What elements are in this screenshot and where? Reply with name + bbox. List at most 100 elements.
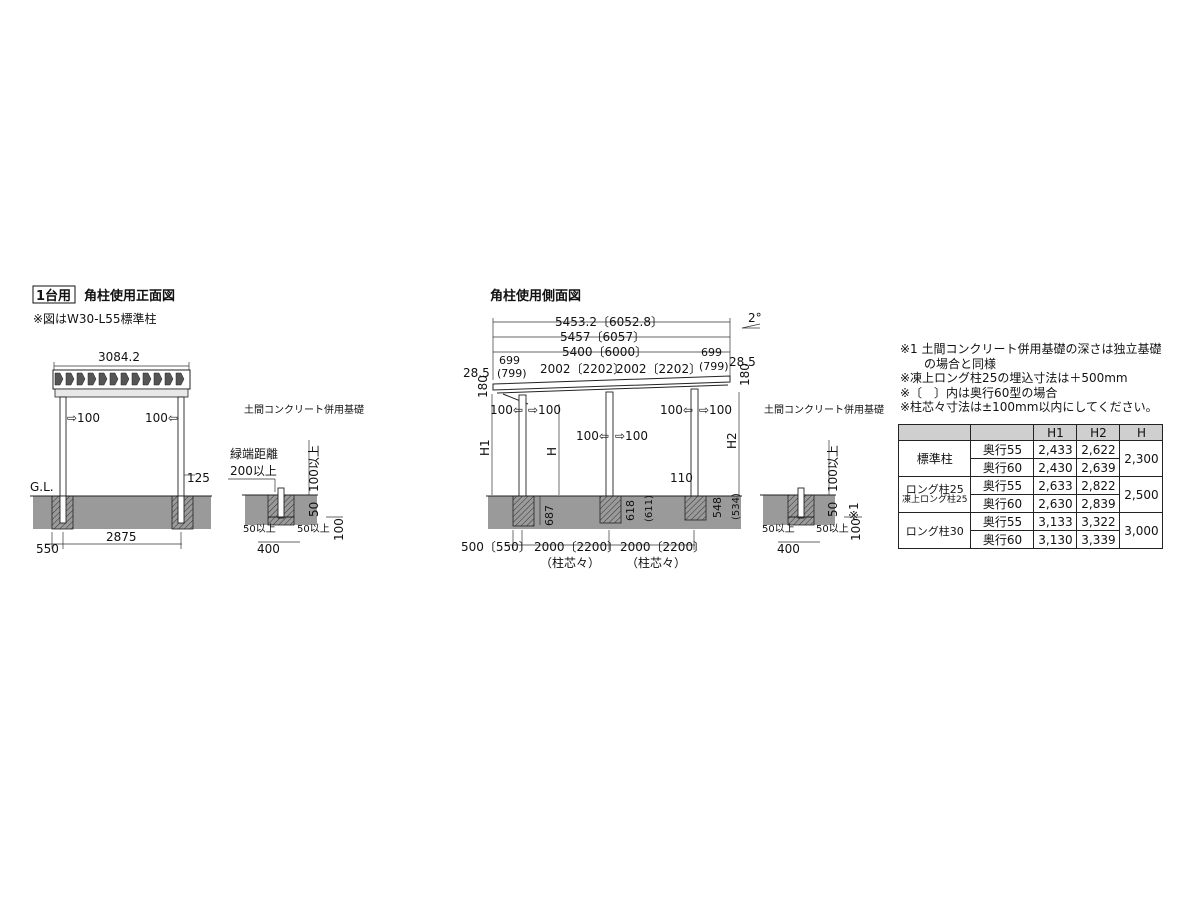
front-bottom-span: 2875 <box>106 530 137 544</box>
table-header-h1: H1 <box>1033 424 1078 441</box>
side-right-over-alt: (799) <box>699 360 729 373</box>
table-header-row: H1 H2 H <box>897 424 1164 441</box>
group-name: 標準柱 <box>897 440 972 477</box>
depth-cell: 奥行60 <box>970 458 1035 477</box>
side-dim-total: 5453.2〔6052.8〕 <box>555 315 663 329</box>
group-name: ロング柱30 <box>897 512 972 549</box>
group-subname: 凍上ロング柱25 <box>902 494 968 505</box>
note-3: ※〔 〕内は奥行60型の場合 <box>900 385 1058 400</box>
h2-cell: 2,822 <box>1076 476 1121 495</box>
side-detail-width: 400 <box>777 542 800 556</box>
side-left-over-alt: (799) <box>497 367 527 380</box>
front-badge: 1台用 <box>36 288 71 304</box>
side-d687: 687 <box>543 505 556 526</box>
side-dim-roof: 5457〔6057〕 <box>560 330 645 344</box>
side-label-h1: H1 <box>478 439 492 456</box>
front-detail-width: 400 <box>257 542 280 556</box>
table-row: ロング柱30 奥行55 3,133 3,322 3,000 <box>897 512 1164 549</box>
side-title: 角柱使用側面図 <box>490 288 581 304</box>
front-width-dim: 3084.2 <box>98 350 140 364</box>
side-right-over: 699 <box>701 346 722 359</box>
side-detail: 土間コンクリート併用基礎 100以上 50 ※1 100 50以上 50以上 4… <box>760 403 884 556</box>
table-row: 奥行60 3,130 3,339 <box>899 530 1163 549</box>
side-sp-mid-a: 100⇦ <box>576 429 609 443</box>
front-detail-depth-over: 100以上 <box>307 445 321 492</box>
side-sp-right-a: 100⇦ <box>660 403 693 417</box>
table-row: 標準柱 奥行55 2,433 2,622 2,300 <box>897 440 1164 477</box>
table-header-empty1 <box>897 424 972 441</box>
side-d548: 548 <box>711 497 724 518</box>
front-detail: 土間コンクリート併用基礎 緑端距離 200以上 100以上 50 100 50以… <box>228 403 364 556</box>
side-detail-d50: 50 <box>826 502 840 517</box>
side-beam <box>496 384 729 394</box>
edge-distance-title: 緑端距離 <box>230 446 278 461</box>
notes: ※1 土間コンクリート併用基礎の深さは独立基礎 の場合と同様 ※凍上ロング柱25… <box>900 342 1162 415</box>
front-post-right-embed <box>177 495 185 524</box>
front-detail-title: 土間コンクリート併用基礎 <box>244 403 364 416</box>
side-bottom-span2: 2000〔2200〕 <box>620 540 705 554</box>
side-d611: (611) <box>644 495 655 522</box>
side-sp-right-b: ⇨100 <box>699 403 732 417</box>
height-table: H1 H2 H 標準柱 奥行55 2,433 2,622 2,300 奥行60 … <box>897 424 1164 549</box>
depth-cell: 奥行55 <box>970 476 1035 495</box>
h1-cell: 2,630 <box>1033 494 1078 513</box>
side-bottom-first: 500〔550〕 <box>461 540 531 554</box>
side-left-end: 28.5 <box>463 366 490 380</box>
table-header-empty2 <box>970 424 1035 441</box>
side-footing-right <box>684 495 707 521</box>
h1-cell: 2,430 <box>1033 458 1078 477</box>
side-angle: 2° <box>748 311 762 325</box>
table-row: 奥行60 2,630 2,839 <box>899 494 1163 513</box>
table-row: ロング柱25 凍上ロング柱25 奥行55 2,633 2,822 2,500 <box>897 476 1164 513</box>
h1-cell: 3,133 <box>1033 512 1078 531</box>
note-1-cont: の場合と同様 <box>900 356 997 371</box>
side-bottom-note1: （柱芯々） <box>540 555 600 570</box>
side-right-h: 180 <box>738 363 752 386</box>
side-left-h: 180 <box>476 375 490 398</box>
note-2: ※凍上ロング柱25の埋込寸法は＋500mm <box>900 371 1128 385</box>
side-footing-mid <box>599 495 622 524</box>
front-view: 1台用 角柱使用正面図 ※図はW30-L55標準柱 3084.2 ⇨100 10… <box>30 285 212 556</box>
side-detail-left-min: 50以上 <box>762 523 795 535</box>
side-roof <box>492 375 731 391</box>
side-detail-post <box>797 487 805 519</box>
side-label-h: H <box>545 447 559 456</box>
side-detail-title: 土間コンクリート併用基礎 <box>764 403 884 416</box>
front-gap-dim: 125 <box>187 471 210 485</box>
group-name: ロング柱25 <box>905 482 964 496</box>
front-right-spacing: 100⇦ <box>145 411 178 425</box>
side-detail-depth-over: 100以上 <box>826 445 840 492</box>
h2-cell: 2,622 <box>1076 440 1121 459</box>
side-right-end: 28.5 <box>729 355 756 369</box>
front-detail-d50: 50 <box>307 502 321 517</box>
front-subtitle: ※図はW30-L55標準柱 <box>33 311 156 326</box>
front-left-spacing: ⇨100 <box>67 411 100 425</box>
front-badge-box <box>32 285 76 304</box>
h2-cell: 3,322 <box>1076 512 1121 531</box>
side-sp-mid-b: ⇨100 <box>615 429 648 443</box>
side-angle-slope <box>741 323 761 329</box>
side-detail-right-min: 50以上 <box>816 523 849 535</box>
front-title: 角柱使用正面図 <box>84 288 175 304</box>
side-bottom-note2: （柱芯々） <box>626 555 686 570</box>
side-d534: (534) <box>731 493 742 520</box>
front-roof-pattern <box>54 372 185 386</box>
h1-cell: 2,433 <box>1033 440 1078 459</box>
front-post-left-embed <box>59 495 67 524</box>
side-span1: 2002〔2202〕 <box>540 362 625 376</box>
edge-distance-value: 200以上 <box>230 464 277 478</box>
side-bottom-span1: 2000〔2200〕 <box>534 540 619 554</box>
front-gl-label: G.L. <box>30 480 54 494</box>
front-detail-post <box>277 487 285 519</box>
front-beam <box>54 388 189 398</box>
note-4: ※柱芯々寸法は±100mm以内にしてください。 <box>900 400 1158 414</box>
side-footing-left <box>512 495 535 527</box>
side-dim-frame: 5400〔6000〕 <box>562 345 647 359</box>
table-header-h: H <box>1119 424 1164 441</box>
depth-cell: 奥行60 <box>970 530 1035 549</box>
h1-cell: 2,633 <box>1033 476 1078 495</box>
side-dim-110: 110 <box>670 471 693 485</box>
note-1: ※1 土間コンクリート併用基礎の深さは独立基礎 <box>900 342 1162 356</box>
front-detail-left-min: 50以上 <box>243 523 276 535</box>
